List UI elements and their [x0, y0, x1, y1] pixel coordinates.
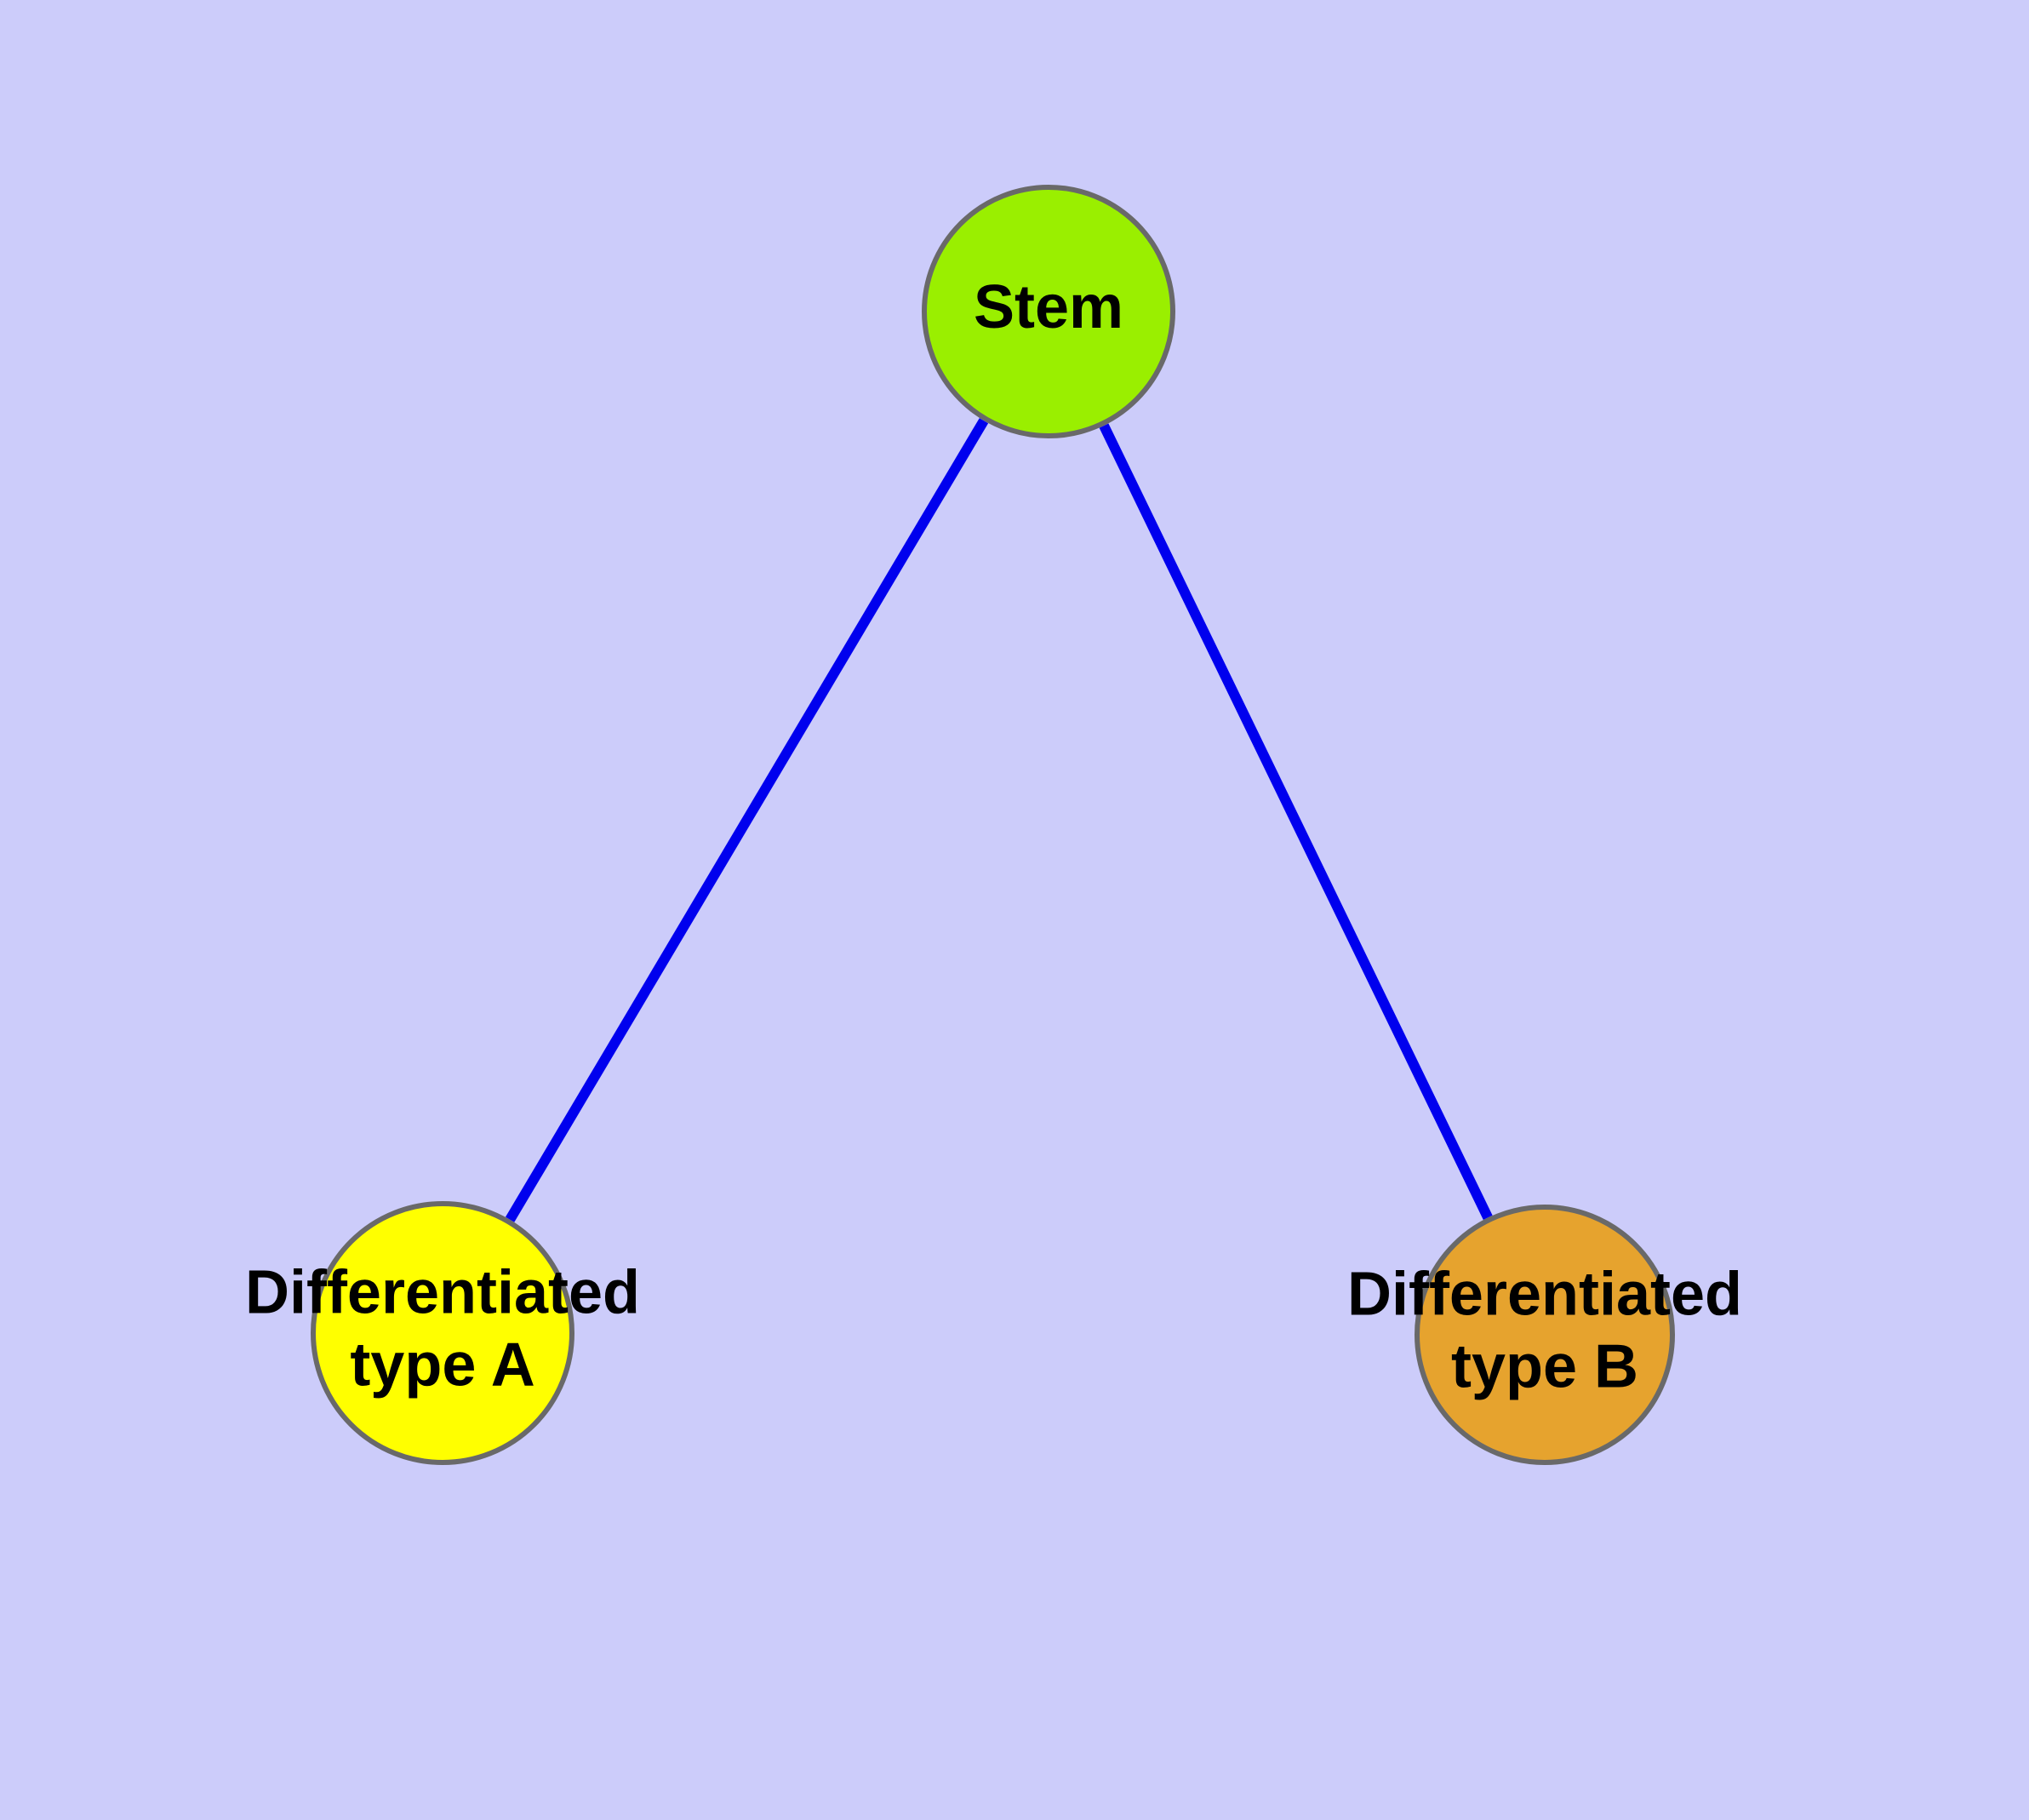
- node-label-line: type A: [350, 1331, 534, 1399]
- edge-stem-to-diff_a: [505, 418, 989, 1222]
- node-label-line: Stem: [974, 273, 1123, 341]
- node-label-stem: Stem: [974, 273, 1123, 341]
- node-diff_b[interactable]: [1415, 1205, 1675, 1465]
- nodes-group: [311, 185, 1675, 1465]
- node-stem[interactable]: [922, 185, 1175, 438]
- node-label-line: type B: [1451, 1332, 1638, 1400]
- edge-stem-to-diff_b: [1099, 423, 1493, 1220]
- edges-group: [505, 418, 1493, 1222]
- node-label-line: Differentiated: [1347, 1261, 1742, 1329]
- node-label-line: Differentiated: [245, 1259, 640, 1327]
- node-diff_a[interactable]: [311, 1201, 574, 1465]
